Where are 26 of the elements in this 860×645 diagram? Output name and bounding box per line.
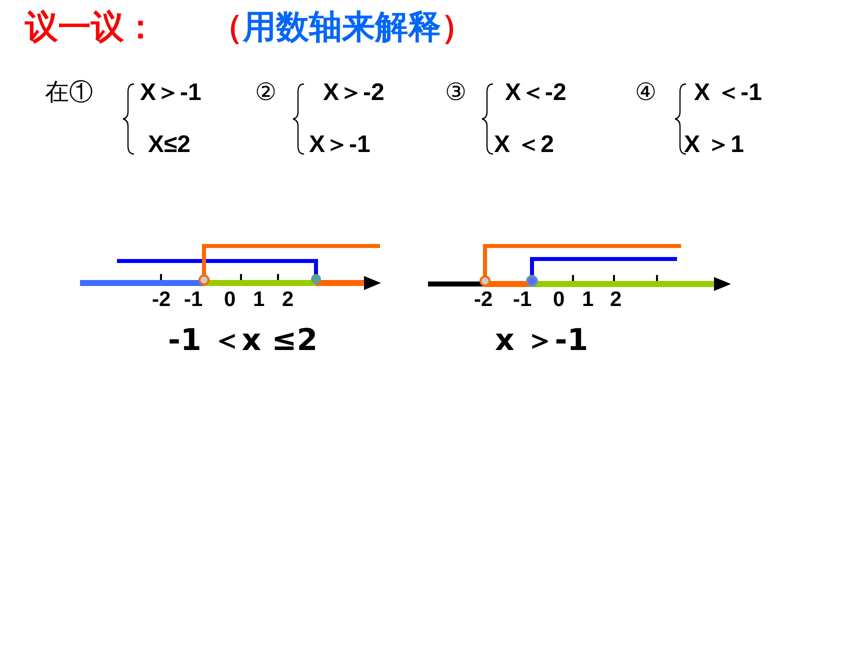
- title: 议一议：: [25, 10, 157, 43]
- inequality: X ＜2: [494, 133, 554, 157]
- tick-label: 0: [553, 289, 565, 310]
- inequality: X＞-1: [309, 133, 370, 157]
- inequality: X ＜-1: [694, 81, 762, 105]
- tick-label: 2: [610, 289, 622, 310]
- tick-label: -1: [513, 289, 532, 310]
- solution-text: -1 ＜x ≤2: [168, 326, 318, 356]
- tick-label: 1: [582, 289, 594, 310]
- tick-label: 1: [253, 289, 265, 310]
- tick-label: -2: [474, 289, 493, 310]
- problem-number: ④: [635, 81, 657, 105]
- problem-number: ②: [255, 81, 277, 105]
- tick-label: 0: [224, 289, 236, 310]
- tick-label: -2: [152, 289, 171, 310]
- inequality: X ＞1: [684, 133, 744, 157]
- tick-label: -1: [184, 289, 203, 310]
- inequality: X＞-1: [140, 81, 202, 105]
- inequality: X≤2: [148, 133, 191, 157]
- inequality: X＞-2: [323, 81, 384, 105]
- problem-number: 在①: [45, 81, 93, 105]
- solution-text: x ＞-1: [495, 326, 588, 356]
- inequality: X＜-2: [505, 81, 566, 105]
- subtitle: （用数轴来解释）: [210, 10, 474, 43]
- tick-label: 2: [282, 289, 294, 310]
- problem-number: ③: [445, 81, 467, 105]
